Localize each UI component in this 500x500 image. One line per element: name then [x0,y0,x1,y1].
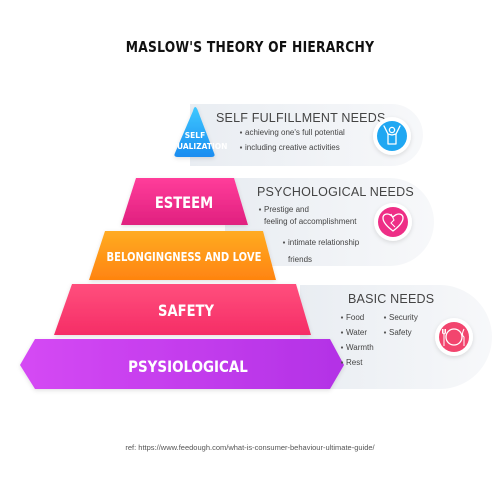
bullet-dot [383,331,387,334]
bullet-dot [258,208,262,211]
level-physiological [20,339,344,389]
reference-link[interactable]: ref: https://www.feedough.com/what-is-co… [125,443,375,452]
level-self-actualization [174,107,215,157]
bullet-dot [282,241,286,244]
level-safety [54,284,311,335]
page-title: MASLOW'S THEORY OF HIERARCHY [125,38,375,56]
needs-item-psych-1: Prestige and [264,205,309,214]
food-plate-icon [435,318,473,356]
needs-item-psych-2: feeling of accomplishment [264,217,357,226]
level-belongingness [89,231,276,280]
bullet-dot [340,331,344,334]
needs-heading-basic: BASIC NEEDS [348,292,434,306]
needs-item-psych-3: intimate relationship [288,238,360,247]
needs-heading-psych: PSYCHOLOGICAL NEEDS [257,185,414,199]
level-label-self-2: ACTUALIZATION [161,142,228,151]
level-label-esteem: ESTEEM [155,194,213,213]
bullet-dot [239,131,243,134]
level-esteem [121,178,248,225]
level-label-self-1: SELF [185,131,205,140]
band-psych [225,178,434,266]
bullet-dot [340,346,344,349]
level-label-safety: SAFETY [158,302,214,321]
bullet-dot [239,146,243,149]
bullet-dot [340,316,344,319]
needs-item-basic-food: Food [346,313,364,322]
needs-item-basic-security: Security [389,313,418,322]
needs-item-basic-safety: Safety [389,328,412,337]
bullet-dot [340,361,344,364]
needs-item-basic-rest: Rest [346,358,363,367]
bullet-dot [383,316,387,319]
needs-heading-self: SELF FULFILLMENT NEEDS [216,111,386,125]
level-label-belongingness: BELONGINGNESS AND LOVE [107,250,262,264]
needs-item-basic-water: Water [346,328,367,337]
needs-item-basic-warmth: Warmth [346,343,374,352]
level-label-physiological: PSYSIOLOGICAL [128,358,248,376]
needs-item-psych-4: friends [288,255,312,264]
needs-item-self-1: achieving one's full potential [245,128,345,137]
person-celebrating-icon [373,117,411,155]
band-self [190,104,423,166]
heart-icon [374,203,412,241]
band-basic [300,285,492,389]
needs-item-self-2: including creative activities [245,143,340,152]
